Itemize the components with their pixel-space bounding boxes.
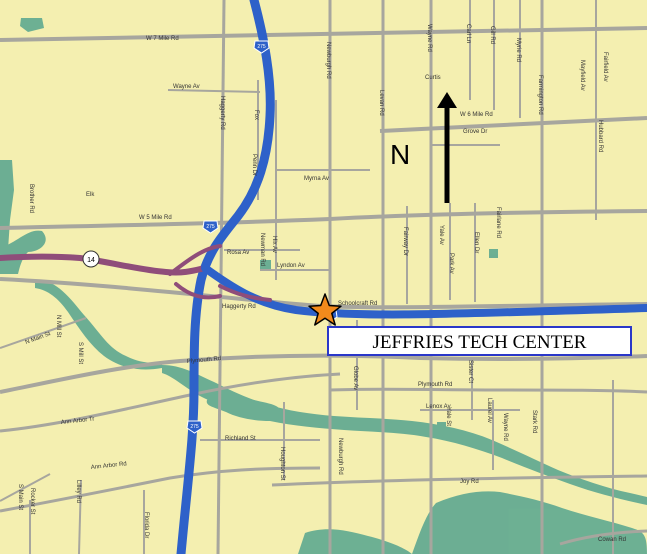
street-label: Globe Av [352,366,358,390]
n-main-street [0,317,87,349]
ann-arbor-road [0,466,321,513]
street-label: Wayne Rd [426,24,432,52]
street-label: Hix Av [271,236,277,253]
location-marker [308,293,342,326]
location-callout: JEFFRIES TECH CENTER [327,326,632,356]
street-label: Elk [86,192,95,198]
interchange-ramp-south [174,282,222,300]
street-label: Brother Rd [28,184,34,213]
street-label: Newburgh Rd [337,438,343,475]
route-shield-icon: 275 [186,420,203,434]
street-label: Rosa Av [227,250,249,256]
street-label: Hubbard Rd [597,120,603,152]
street-label: Mayfield Av [579,60,585,91]
street-label: Lyndon Av [277,263,305,269]
street-label: Ellen Dr [473,232,479,253]
street-label: Plymouth Rd [187,356,222,365]
cowan-road [559,529,647,546]
route-shield-icon: 275 [253,40,270,54]
north-label: N [390,139,410,170]
street-label: Fox [253,110,259,120]
street-label: Plymouth Rd [418,382,452,388]
s-main-street [0,473,51,502]
w-6-mile-road [379,116,647,133]
interchange-ramp-west [168,244,222,276]
river-central [162,365,647,505]
street-label: Lenox Av [426,404,451,410]
street-label: Curtis [425,75,441,81]
route-shield-icon: 14 [82,250,100,268]
interchange-ramp-east [218,284,272,302]
left-river-bank [0,230,46,274]
street-label: Florida Dr [143,512,149,538]
m-14-shield-label: 14 [87,257,95,264]
street-label: S Mill St [77,342,83,364]
street-label: Rocker St [29,488,35,515]
street-label: Myrna Av [304,176,329,182]
street-label: W 5 Mile Rd [139,215,172,221]
street-label: Carl Ln [465,24,471,43]
street-label: Grove Dr [463,129,487,135]
street-label: Richland St [225,436,256,442]
street-label: Gill Rd [489,26,495,44]
street-label: Newman Rd [259,233,265,266]
street-label: Ann Arbor Tr [61,417,95,426]
street-label: Lilley Rd [75,480,81,503]
street-label: Schoolcraft Rd [338,301,377,307]
street-label: W 6 Mile Rd [460,112,493,118]
street-label: Ann Arbor Rd [91,461,127,471]
grove-pond [489,249,498,258]
north-arrow: N [390,92,457,203]
street-label: Yale St [445,407,451,426]
i-275-north-shield-label: 275 [257,44,266,50]
street-label: N Mill St [55,315,61,338]
lyndon-pond [260,260,271,271]
street-label: Stark Rd [531,410,537,433]
w-7-mile-road [0,26,647,42]
street-label: Newburgh Rd [325,42,331,79]
north-arrow-icon [437,92,457,203]
lilley-road [78,479,82,554]
i-275-mid-shield-label: 275 [206,224,215,230]
street-label: Park Av [448,253,454,274]
river-branch-west [35,279,162,370]
street-label: Myrie Rd [515,38,521,62]
street-label: Joy Rd [460,479,479,485]
street-label: Fairway Dr [402,227,408,256]
street-label: Levan Rd [378,90,384,116]
street-label: Sister Ct [467,360,473,383]
joy-road [271,474,647,487]
street-label: Wayne Rd [502,413,508,441]
west-pond [20,18,44,32]
southeast-pond [437,422,446,430]
street-label: Fairfield Av [602,52,608,82]
plymouth-road [0,353,647,394]
street-label: Haggerty Rd [222,304,256,310]
street-label: Wayne Av [173,84,200,90]
street-label: Haggerty Rd [219,96,225,130]
street-label: Houghton St [279,447,285,481]
street-label: S Main St [17,484,23,510]
street-label: Yale Av [438,225,444,245]
i-275-south-shield-label: 275 [190,424,199,430]
street-label: Laurel Av [486,398,492,423]
route-shield-icon: 275 [202,220,219,234]
street-label: Farmington Rd [537,75,543,115]
plymouth-road-east [329,387,647,394]
street-label: Cowan Rd [598,537,626,543]
wayne-avenue [167,89,261,93]
star-icon [308,293,342,326]
street-label: Penn Dr [251,154,257,176]
street-labels: W 7 Mile Rd Newburgh Rd Wayne Rd Carl Ln… [17,24,626,543]
central-pond [206,392,281,421]
m-14-freeway [0,253,208,276]
street-label: Fairlane Rd [495,207,501,238]
street-label: W 7 Mile Rd [146,36,179,42]
